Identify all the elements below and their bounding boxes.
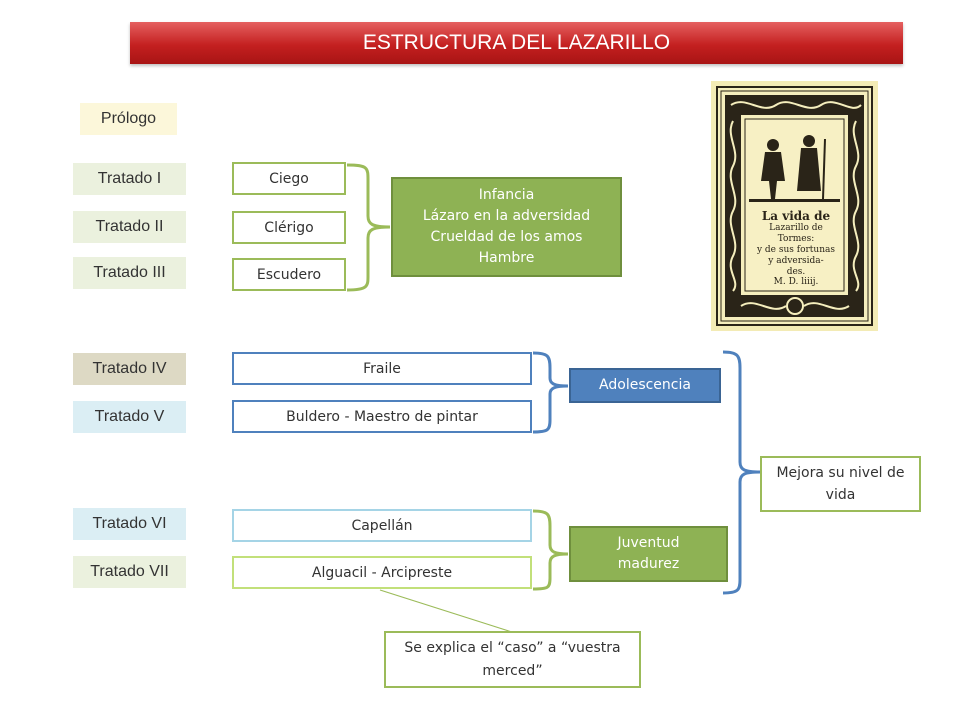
woodcut-line-3: y de sus fortunas (756, 244, 836, 255)
tratado-7-label: Tratado VII (73, 556, 186, 588)
infancia-line-3: Crueldad de los amos (430, 229, 583, 245)
brace-juventud (532, 509, 569, 591)
caso-box: Se explica el “caso” a “vuestra merced” (384, 631, 641, 688)
tratado-4-label: Tratado IV (73, 353, 186, 385)
page-title: ESTRUCTURA DEL LAZARILLO (130, 22, 903, 64)
woodcut-line-6: M. D. liiij. (773, 277, 819, 288)
woodcut-caption: La vida de Lazarillo de Tormes: y de sus… (751, 209, 841, 288)
juventud-line-2: madurez (617, 556, 680, 572)
tratado-3-label: Tratado III (73, 257, 186, 289)
caso-line-2: merced” (482, 662, 543, 679)
personaje-ciego: Ciego (232, 162, 346, 195)
infancia-line-4: Hambre (478, 250, 535, 266)
juventud-line-1: Juventud (617, 535, 680, 551)
tratado-5-label: Tratado V (73, 401, 186, 433)
etapa-adolescencia: Adolescencia (569, 368, 721, 403)
brace-mejora (722, 350, 761, 595)
woodcut-line-1: La vida de (761, 209, 831, 223)
tratado-6-label: Tratado VI (73, 508, 186, 540)
caso-line-1: Se explica el “caso” a “vuestra (404, 640, 621, 657)
personaje-buldero: Buldero - Maestro de pintar (232, 400, 532, 433)
mejora-box: Mejora su nivel de vida (760, 456, 921, 512)
personaje-escudero: Escudero (232, 258, 346, 291)
personaje-clerigo: Clérigo (232, 211, 346, 244)
woodcut-illustration (716, 86, 873, 326)
woodcut-line-2: Lazarillo de Tormes: (769, 223, 823, 245)
prologo-label: Prólogo (80, 103, 177, 135)
callout-line (379, 589, 513, 633)
tratado-2-label: Tratado II (73, 211, 186, 243)
infancia-line-2: Lázaro en la adversidad (422, 208, 591, 224)
personaje-fraile: Fraile (232, 352, 532, 385)
brace-infancia (346, 163, 391, 292)
personaje-alguacil: Alguacil - Arcipreste (232, 556, 532, 589)
mejora-line-1: Mejora su nivel de (776, 464, 905, 481)
infancia-line-1: Infancia (478, 187, 535, 203)
woodcut-line-5: des. (786, 266, 806, 277)
brace-adolescencia (532, 351, 569, 434)
personaje-capellan: Capellán (232, 509, 532, 542)
etapa-juventud: Juventud madurez (569, 526, 728, 582)
mejora-line-2: vida (825, 487, 856, 503)
woodcut-line-4: y adversida- (768, 255, 824, 266)
tratado-1-label: Tratado I (73, 163, 186, 195)
etapa-infancia: Infancia Lázaro en la adversidad Cruelda… (391, 177, 622, 277)
book-cover-image: La vida de Lazarillo de Tormes: y de sus… (711, 81, 878, 331)
